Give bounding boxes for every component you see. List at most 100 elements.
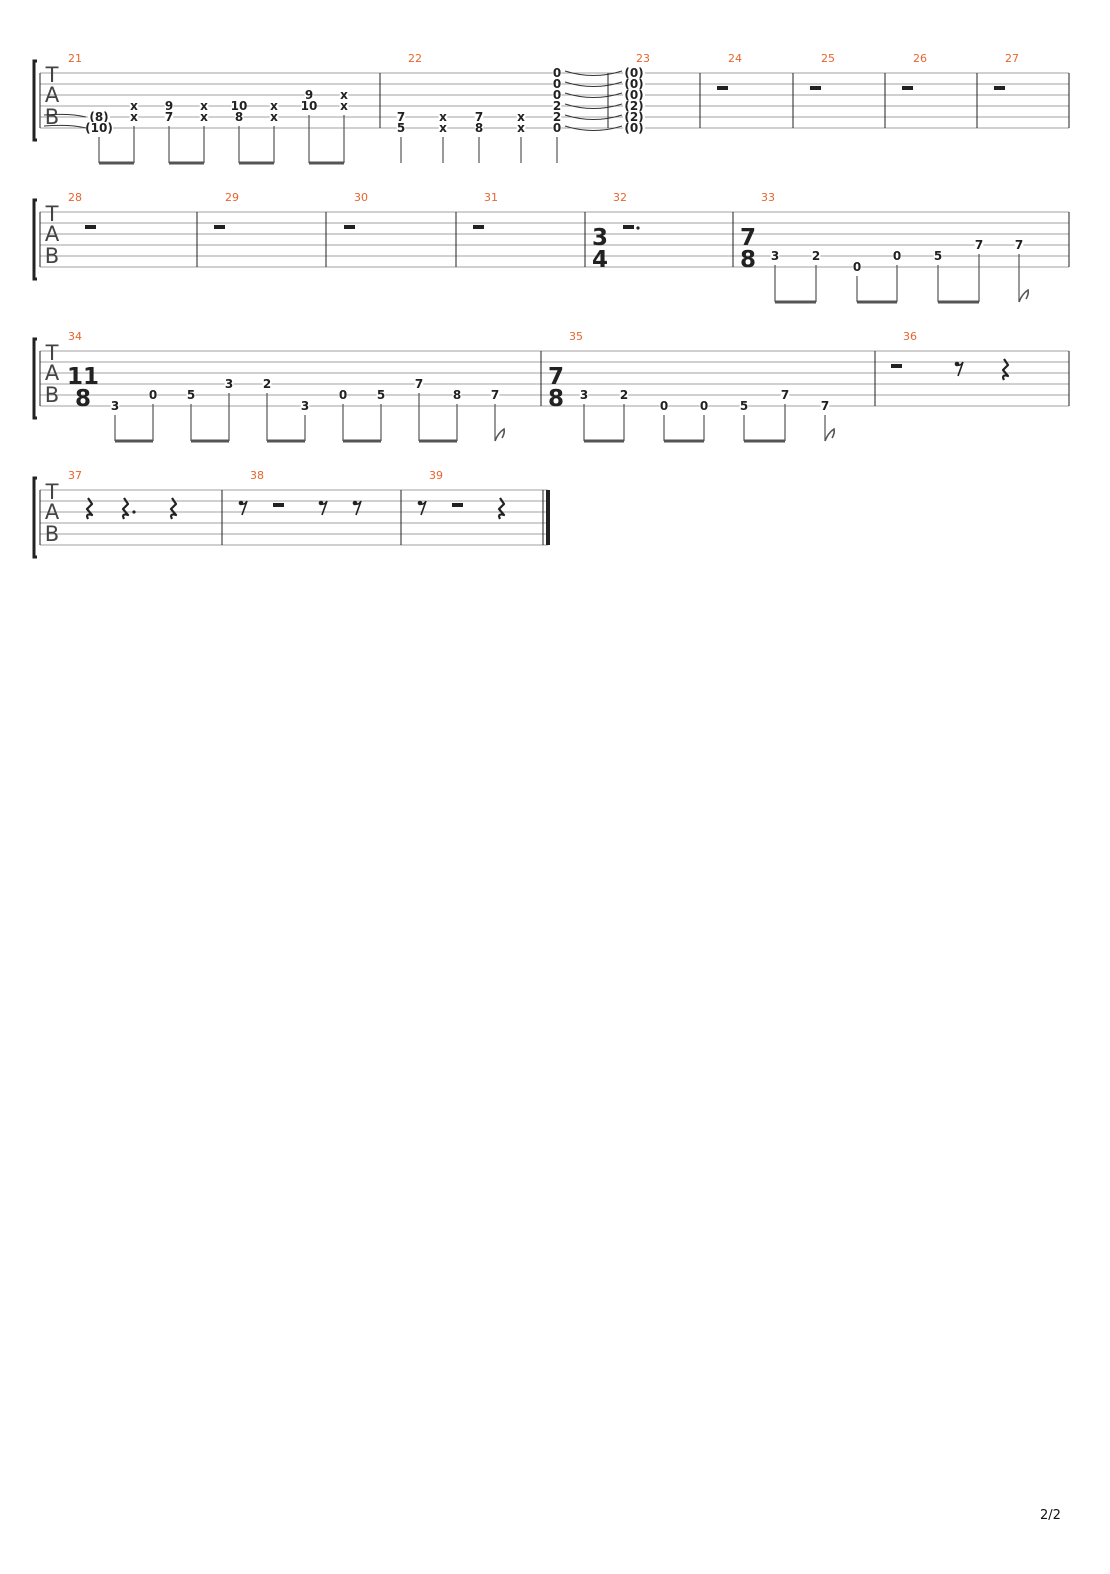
measure-number: 29 bbox=[225, 191, 239, 204]
fret-number: x bbox=[270, 110, 278, 124]
fret-number: 5 bbox=[377, 388, 385, 402]
tab-clef-letter: T bbox=[45, 63, 59, 87]
quarter-rest bbox=[85, 497, 94, 520]
fret-backdrop bbox=[199, 111, 209, 123]
eighth-flag bbox=[824, 427, 836, 442]
fret-backdrop bbox=[304, 89, 314, 101]
fret-backdrop bbox=[780, 389, 790, 401]
fret-backdrop bbox=[438, 111, 448, 123]
fret-backdrop bbox=[933, 250, 943, 262]
fret-backdrop bbox=[516, 122, 526, 134]
quarter-rest bbox=[121, 497, 130, 520]
fret-backdrop bbox=[974, 239, 984, 251]
rest-dot bbox=[132, 510, 136, 514]
fret-backdrop bbox=[396, 122, 406, 134]
fret-backdrop bbox=[579, 389, 589, 401]
fret-number: 0 bbox=[339, 388, 347, 402]
fret-number: 3 bbox=[771, 249, 779, 263]
fret-number: 7 bbox=[781, 388, 789, 402]
fret-number: 7 bbox=[475, 110, 483, 124]
tab-clef-letter: B bbox=[45, 522, 59, 546]
fret-number: 2 bbox=[620, 388, 628, 402]
time-signature-top: 3 bbox=[592, 225, 608, 251]
fret-backdrop bbox=[269, 100, 279, 112]
fret-backdrop bbox=[739, 400, 749, 412]
fret-backdrop bbox=[699, 400, 709, 412]
time-signature-top: 11 bbox=[67, 364, 99, 390]
measure-number: 25 bbox=[821, 52, 835, 65]
fret-backdrop bbox=[623, 111, 645, 123]
system-bracket bbox=[32, 337, 37, 420]
tie-arc bbox=[564, 81, 623, 87]
fret-backdrop bbox=[164, 100, 174, 112]
fret-number: 10 bbox=[231, 99, 248, 113]
fret-backdrop bbox=[474, 111, 484, 123]
fret-backdrop bbox=[269, 111, 279, 123]
tie-arc bbox=[564, 70, 623, 76]
fret-number: 3 bbox=[225, 377, 233, 391]
fret-backdrop bbox=[262, 378, 272, 390]
fret-backdrop bbox=[186, 389, 196, 401]
eighth-rest bbox=[320, 500, 328, 516]
tab-clef-letter: B bbox=[45, 244, 59, 268]
fret-number: x bbox=[130, 99, 138, 113]
half-rest bbox=[810, 86, 821, 90]
fret-number: (2) bbox=[624, 99, 643, 113]
fret-number: 0 bbox=[893, 249, 901, 263]
slide-curve bbox=[43, 113, 87, 118]
fret-number: x bbox=[200, 110, 208, 124]
fret-number: 0 bbox=[149, 388, 157, 402]
tie-arc bbox=[564, 114, 623, 120]
fret-backdrop bbox=[552, 89, 562, 101]
half-rest bbox=[344, 225, 355, 229]
tab-clef-letter: A bbox=[45, 83, 60, 107]
fret-backdrop bbox=[552, 78, 562, 90]
measure-number: 22 bbox=[408, 52, 422, 65]
eighth-flag bbox=[494, 427, 506, 442]
eighth-rest bbox=[240, 500, 248, 516]
fret-number: (2) bbox=[624, 110, 643, 124]
tab-system-1: TAB21(8)(10)xx97xx108xx910xx2275xx78xx00… bbox=[32, 52, 1070, 165]
fret-number: 5 bbox=[187, 388, 195, 402]
fret-backdrop bbox=[396, 111, 406, 123]
fret-number: 8 bbox=[475, 121, 483, 135]
fret-backdrop bbox=[339, 100, 349, 112]
time-signature-bottom: 8 bbox=[740, 247, 756, 273]
fret-number: 2 bbox=[553, 110, 561, 124]
fret-backdrop bbox=[164, 111, 174, 123]
fret-number: 5 bbox=[740, 399, 748, 413]
fret-number: 3 bbox=[301, 399, 309, 413]
fret-number: 0 bbox=[553, 121, 561, 135]
fret-number: 7 bbox=[1015, 238, 1023, 252]
fret-number: 5 bbox=[397, 121, 405, 135]
fret-number: x bbox=[340, 88, 348, 102]
quarter-rest bbox=[169, 497, 178, 520]
fret-number: 3 bbox=[111, 399, 119, 413]
fret-number: 2 bbox=[553, 99, 561, 113]
fret-backdrop bbox=[552, 122, 562, 134]
tie-arc bbox=[564, 125, 623, 131]
fret-backdrop bbox=[892, 250, 902, 262]
fret-backdrop bbox=[811, 250, 821, 262]
fret-number: (0) bbox=[624, 88, 643, 102]
measure-number: 32 bbox=[613, 191, 627, 204]
fret-number: 7 bbox=[397, 110, 405, 124]
fret-number: 8 bbox=[235, 110, 243, 124]
measure-number: 30 bbox=[354, 191, 368, 204]
measure-number: 21 bbox=[68, 52, 82, 65]
measure-number: 33 bbox=[761, 191, 775, 204]
fret-backdrop bbox=[88, 111, 110, 123]
eighth-flag bbox=[1018, 288, 1030, 303]
fret-number: (8) bbox=[89, 110, 108, 124]
fret-number: 7 bbox=[975, 238, 983, 252]
fret-number: 2 bbox=[812, 249, 820, 263]
rest-dot bbox=[636, 226, 640, 230]
fret-backdrop bbox=[224, 378, 234, 390]
fret-backdrop bbox=[623, 78, 645, 90]
fret-number: (0) bbox=[624, 66, 643, 80]
fret-backdrop bbox=[129, 111, 139, 123]
fret-backdrop bbox=[438, 122, 448, 134]
fret-number: 7 bbox=[415, 377, 423, 391]
fret-backdrop bbox=[129, 100, 139, 112]
time-signature-top: 7 bbox=[740, 225, 756, 251]
